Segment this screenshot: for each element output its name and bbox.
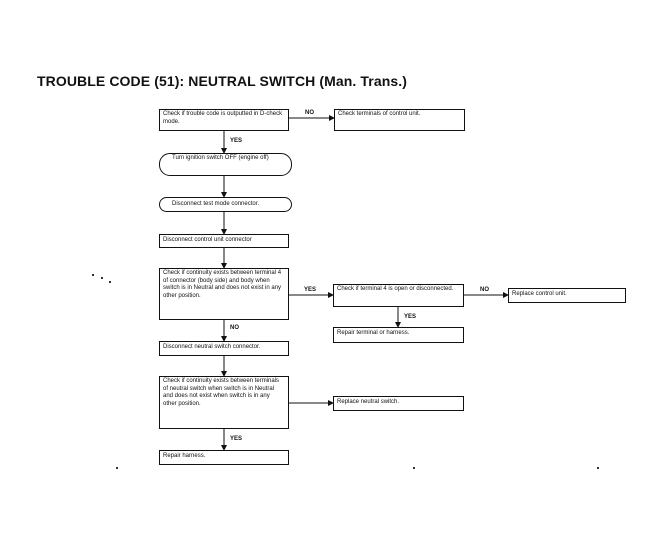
scan-speck [101,277,103,279]
box-replace-control-unit: Replace control unit. [508,288,626,303]
box-repair-terminal-harness: Repair terminal or harness. [333,327,464,343]
box-ignition-off: Turn ignition switch OFF (engine off) [159,153,292,176]
box-disconnect-neutral-switch: Disconnect neutral switch connector. [159,341,289,356]
scan-speck [116,467,118,469]
label-yes-2: YES [304,287,317,293]
scan-speck [597,467,599,469]
box-check-control-unit-terminals: Check terminals of control unit. [334,109,465,131]
page-title: TROUBLE CODE (51): NEUTRAL SWITCH (Man. … [37,73,408,89]
label-yes-4: YES [230,436,243,442]
box-check-trouble-code: Check if trouble code is outputted in D-… [159,109,289,131]
label-no-2: NO [480,287,489,293]
box-check-continuity-terminal-4: Check if continuity exists between termi… [159,268,289,320]
label-no-3: NO [230,325,239,331]
box-disconnect-test-mode: Disconnect test mode connector. [159,197,292,212]
box-check-neutral-switch-continuity: Check if continuity exists between termi… [159,376,289,429]
box-repair-harness: Repair harness. [159,450,289,465]
label-yes-3: YES [404,314,417,320]
label-yes-1: YES [230,138,243,144]
box-replace-neutral-switch: Replace neutral switch. [333,396,464,411]
scan-speck [413,467,415,469]
box-disconnect-control-unit: Disconnect control unit connector [159,234,289,248]
scan-speck [92,274,94,276]
box-check-terminal-4-open: Check if terminal 4 is open or disconnec… [333,284,464,307]
label-no-1: NO [305,110,314,116]
scan-speck [109,281,111,283]
